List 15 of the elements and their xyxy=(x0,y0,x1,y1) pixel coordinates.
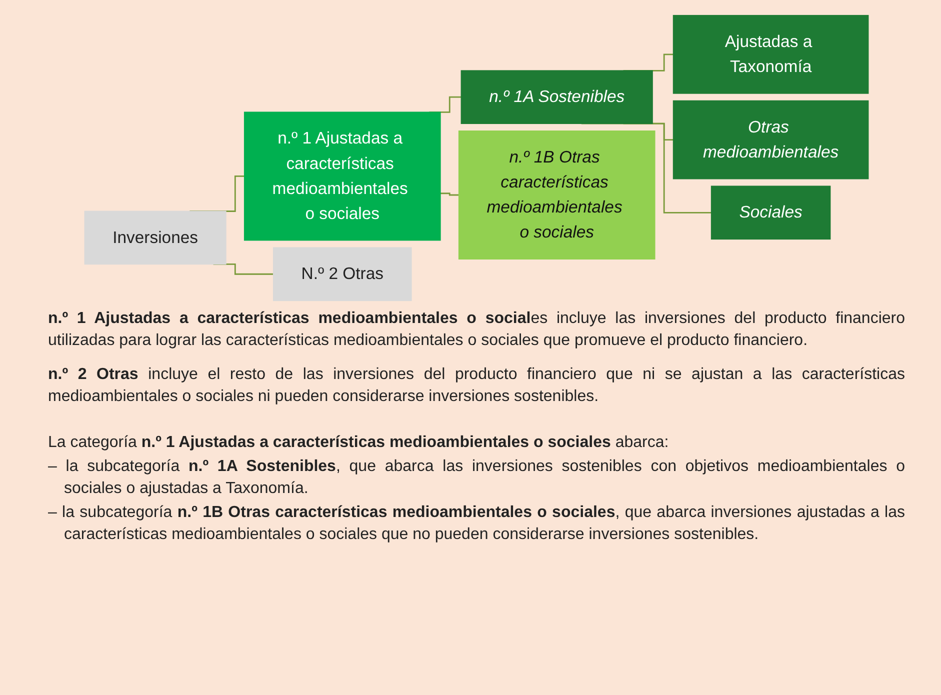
node-box xyxy=(244,112,441,241)
note-text: ‒ la subcategoría n.º 1A Sostenibles, que abarca las inversiones sostenibles con objetivos medioambientales o sociales o ajustadas a Taxonomía. xyxy=(48,457,905,499)
node-box xyxy=(272,247,412,302)
note-text: n.º 1 Ajustadas a características medioambientales o sociales incluye las inversiones del producto financiero utilizadas para lograr las características medioambientales o sociales que promueve el producto financiero. xyxy=(48,309,905,351)
node-box xyxy=(672,100,869,180)
note-text: ‒ la subcategoría n.º 1B Otras características medioambientales o sociales, que abarca inversiones ajustadas a las características medioambientales o sociales que no pueden considerarse inversiones sostenibles. xyxy=(48,503,905,545)
note-text: La categoría n.º 1 Ajustadas a características medioambientales o sociales abarca: xyxy=(48,433,670,453)
node-box xyxy=(672,14,869,94)
node-box xyxy=(458,130,656,260)
note-text: n.º 2 Otras incluye el resto de las inversiones del producto financiero que ni se ajustan a las características medioambientales o sociales ni pueden considerarse inversiones sostenibles. xyxy=(48,365,905,407)
connector xyxy=(440,192,460,196)
node-box xyxy=(710,186,831,240)
node-box xyxy=(460,70,653,124)
node-box xyxy=(84,210,226,265)
diagram: Inversiones n.º 1 Ajustadas a características medioambientales o sociales N.º 2 Otras n.º 1A Sostenibles n.º 1B Otras características medioambientales o sociales Ajustadas a Taxonomía Otras medioambientales Sociales xyxy=(48,8,905,308)
